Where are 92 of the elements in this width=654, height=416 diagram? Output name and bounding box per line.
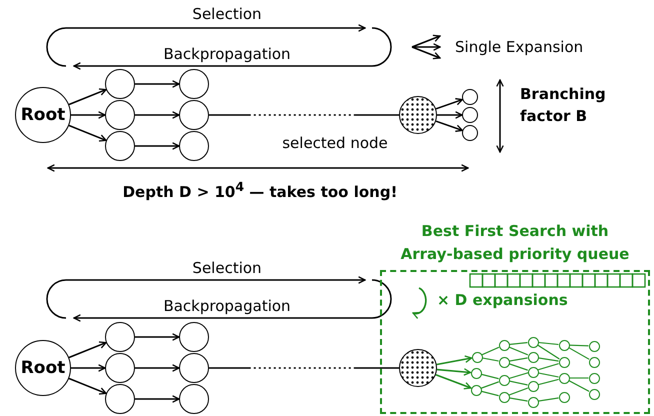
connector-line xyxy=(538,372,559,378)
arrow xyxy=(135,80,180,88)
child-node-circle xyxy=(462,107,478,123)
search-node-circle xyxy=(528,336,538,348)
arrow xyxy=(135,364,180,372)
child-node-circle xyxy=(462,89,478,105)
search-node-circle xyxy=(498,356,510,368)
arrow xyxy=(135,395,180,403)
connector-line xyxy=(481,374,499,380)
connector-line xyxy=(570,377,588,379)
search-node-circle xyxy=(558,372,570,384)
connector-line xyxy=(508,387,528,396)
child-node-circle xyxy=(462,125,478,141)
connector-line xyxy=(509,397,528,402)
connector-line xyxy=(209,114,399,116)
search-node-circle xyxy=(498,374,510,386)
connector-line xyxy=(537,344,560,360)
connector-line xyxy=(568,347,590,360)
search-node-circle xyxy=(528,396,538,408)
arrow xyxy=(68,378,107,395)
tree-node-circle xyxy=(179,384,209,414)
connector-line xyxy=(538,342,559,346)
process-label: Backpropagation xyxy=(163,297,291,315)
arrow xyxy=(436,368,472,376)
connector-line xyxy=(509,357,528,362)
connector-line xyxy=(509,363,528,371)
search-node-circle xyxy=(558,392,570,402)
connector-line xyxy=(569,344,589,346)
search-node-circle xyxy=(472,352,482,362)
connector-line xyxy=(482,357,499,362)
connector-line xyxy=(481,390,499,396)
annotation-text: Single Expansion xyxy=(455,38,584,56)
arrow xyxy=(71,364,106,372)
arrow xyxy=(68,88,107,106)
search-node-circle xyxy=(588,372,600,384)
tree-node-circle xyxy=(105,384,135,414)
connector-line xyxy=(481,381,499,389)
connector-line xyxy=(568,380,590,392)
annotation-text: × D expansions xyxy=(437,291,568,309)
arrow xyxy=(68,124,107,142)
node-caption: selected node xyxy=(282,134,388,152)
search-node-circle xyxy=(470,368,482,378)
tree-node-circle xyxy=(179,131,209,161)
search-node-circle xyxy=(498,340,510,350)
search-node-circle xyxy=(588,388,600,400)
search-node-circle xyxy=(528,366,538,378)
process-label: Selection xyxy=(192,5,262,23)
tree-node-circle xyxy=(105,100,135,130)
search-node-circle xyxy=(558,340,570,350)
arrow xyxy=(71,111,106,119)
tree-node-circle xyxy=(179,100,209,130)
process-label: Selection xyxy=(192,259,262,277)
selected-node-circle xyxy=(399,349,437,387)
arrow xyxy=(436,120,464,132)
search-node-circle xyxy=(588,356,600,368)
section-heading: Best First Search with Array-based priority queue xyxy=(400,221,630,265)
connector-line xyxy=(509,363,559,379)
connector-line xyxy=(209,367,399,369)
arrow xyxy=(68,341,107,358)
arrow xyxy=(436,355,472,366)
arrow xyxy=(135,333,180,341)
root-node: Root xyxy=(15,340,71,396)
process-label: Backpropagation xyxy=(163,45,291,63)
search-node-circle xyxy=(498,392,510,402)
tree-node-circle xyxy=(179,353,209,383)
arrow xyxy=(436,98,464,110)
tree-node-circle xyxy=(105,131,135,161)
tree-node-circle xyxy=(179,322,209,352)
connector-line xyxy=(538,397,559,402)
search-node-circle xyxy=(588,340,600,352)
connector-line xyxy=(509,342,528,345)
connector-line xyxy=(538,357,559,362)
search-node-circle xyxy=(528,380,538,392)
connector-line xyxy=(509,380,528,386)
tree-node-circle xyxy=(105,353,135,383)
search-node-circle xyxy=(558,356,570,368)
arrow xyxy=(135,111,180,119)
search-node-circle xyxy=(470,384,482,396)
selected-node-circle xyxy=(399,96,437,134)
dimension-label: Branching factor B xyxy=(520,84,607,127)
tree-node-circle xyxy=(179,69,209,99)
root-node: Root xyxy=(15,87,71,143)
search-node-circle xyxy=(528,352,538,362)
arrow xyxy=(437,111,463,119)
arrow xyxy=(436,374,472,390)
connector-line xyxy=(538,378,559,386)
tree-node-circle xyxy=(105,322,135,352)
connector-line xyxy=(508,346,528,356)
arrow xyxy=(135,142,180,150)
connector-line xyxy=(482,346,500,356)
tree-node-circle xyxy=(105,69,135,99)
dimension-label: Depth D > 10$^{4}$ — takes too long! xyxy=(122,179,398,201)
